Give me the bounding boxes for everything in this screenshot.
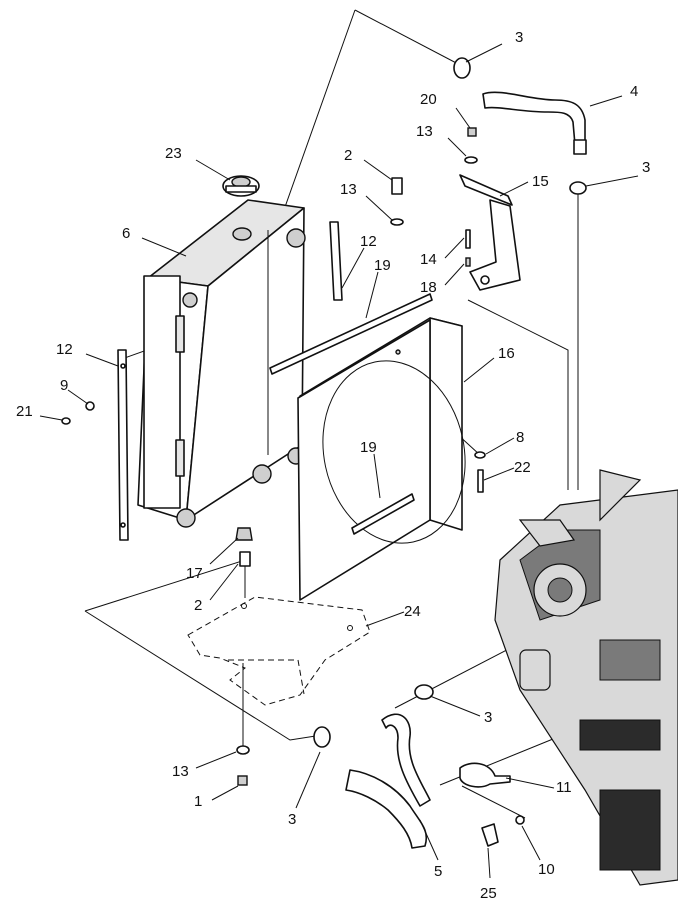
- callout-23: 23: [165, 145, 182, 162]
- callout-2-bottom: 2: [194, 597, 202, 614]
- bolt-21: [61, 417, 71, 425]
- callout-labels: 3 4 20 13 3 2 15 23 13 6 12 14 19 18 12 …: [16, 29, 650, 902]
- hose-clamp-bottom: [313, 726, 331, 748]
- callout-9: 9: [60, 377, 68, 394]
- upper-hose-4: [482, 91, 587, 155]
- bolt-18: [465, 257, 471, 267]
- callout-3-right: 3: [642, 159, 650, 176]
- callout-16: 16: [498, 345, 515, 362]
- hose-clamp-right: [569, 181, 587, 195]
- clamp-11: [459, 762, 511, 788]
- callout-12-left: 12: [56, 341, 73, 358]
- nut-20: [467, 127, 477, 137]
- bracket-left-12: [117, 349, 129, 541]
- callout-11: 11: [556, 779, 572, 796]
- fan-shroud: [297, 317, 466, 601]
- callout-22: 22: [514, 459, 531, 476]
- callout-5: 5: [434, 863, 442, 880]
- nut-1: [237, 775, 248, 786]
- callout-13-bottom: 13: [172, 763, 189, 780]
- bracket-15: [459, 174, 521, 291]
- washer-13-bottom: [236, 745, 250, 755]
- callout-3-bottom: 3: [288, 811, 296, 828]
- strip-top-19: [269, 293, 433, 375]
- callout-17: 17: [186, 565, 203, 582]
- callout-19-mid: 19: [360, 439, 377, 456]
- callout-12-right: 12: [360, 233, 377, 250]
- callout-8: 8: [516, 429, 524, 446]
- spacer-2-bottom: [239, 551, 251, 567]
- mounting-plate: [187, 596, 371, 706]
- callout-leaders: [39, 43, 639, 879]
- lower-hose-5: [345, 713, 431, 849]
- callout-20: 20: [420, 91, 437, 108]
- callout-25: 25: [480, 885, 497, 902]
- callout-3-top: 3: [515, 29, 523, 46]
- washer-8: [474, 451, 486, 459]
- callout-3-mid: 3: [484, 709, 492, 726]
- callout-10: 10: [538, 861, 555, 878]
- callout-18: 18: [420, 279, 437, 296]
- callout-15: 15: [532, 173, 549, 190]
- callout-14: 14: [420, 251, 437, 268]
- hose-clamp-top: [453, 57, 471, 79]
- bolt-25: [481, 823, 499, 847]
- radiator-cap: [222, 175, 260, 197]
- callout-4: 4: [630, 83, 638, 100]
- washer-13-top: [464, 156, 478, 164]
- callout-6: 6: [122, 225, 130, 242]
- callout-19-top: 19: [374, 257, 391, 274]
- radiator: [137, 199, 306, 528]
- callout-1: 1: [194, 793, 202, 810]
- spacer-2-top: [391, 177, 403, 195]
- callout-21: 21: [16, 403, 33, 420]
- callout-13-top: 13: [416, 123, 433, 140]
- hose-clamp-mid: [414, 684, 434, 700]
- nut-17: [235, 527, 253, 541]
- washer-13-mid: [390, 218, 404, 226]
- washer-10: [515, 815, 525, 825]
- callout-24: 24: [404, 603, 421, 620]
- callout-13-mid: 13: [340, 181, 357, 198]
- engine: [494, 469, 678, 886]
- callout-2-top: 2: [344, 147, 352, 164]
- bolt-22: [477, 469, 484, 493]
- bracket-right-12: [329, 221, 343, 301]
- bolt-14: [465, 229, 471, 249]
